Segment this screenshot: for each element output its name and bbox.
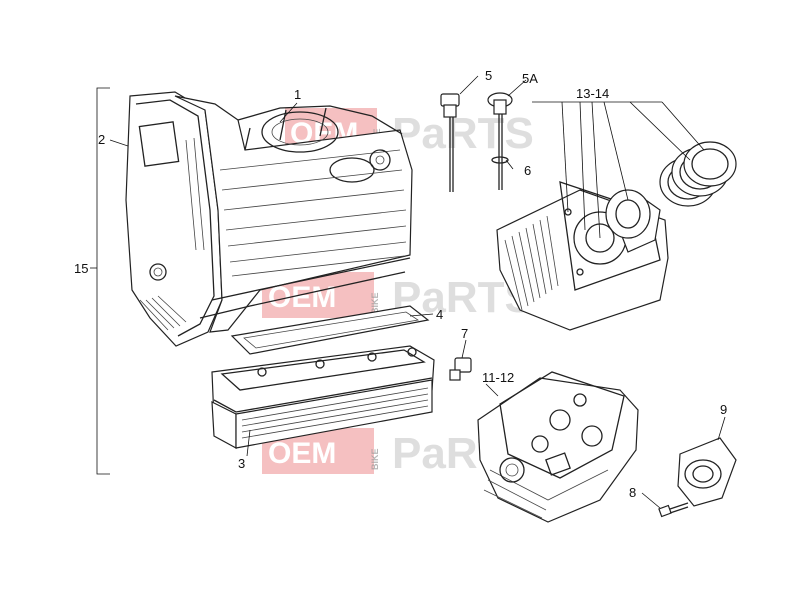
dipstick-5-drawing [440,93,460,192]
crankcase-drawing [125,91,413,347]
piston-rings-drawing [659,141,737,207]
callout-5a: 5A [522,71,538,86]
leader-lines [109,75,726,509]
watermark-bike-text: BIKE [370,448,380,470]
callout-13-14: 13-14 [576,86,609,101]
screw-8-drawing [658,502,689,518]
oil-sump-drawing [211,345,435,450]
callout-8: 8 [629,485,636,500]
o-ring-6 [491,156,509,164]
watermark-bike-text: BIKE [370,292,380,314]
cylinder-head-drawing [477,371,639,523]
callout-3: 3 [238,456,245,471]
callout-7: 7 [461,326,468,341]
callout-6: 6 [524,163,531,178]
callout-5: 5 [485,68,492,83]
callout-11-12: 11-12 [482,370,514,385]
watermark-parts-text: PaRTS [392,109,534,158]
piston-drawing [605,189,661,253]
sump-gasket-drawing [230,305,430,355]
callout-labels: 1 2 3 4 5 5A 6 7 8 9 11-12 13-14 15 [74,68,727,500]
callout-1: 1 [294,87,301,102]
callout-4: 4 [436,307,443,322]
watermark-oem-text: OEM [268,281,336,314]
watermark-oem-text: OEM [268,437,336,470]
oil-sensor-7-drawing [449,357,472,381]
watermark-top: OEM BIKE PaRTS [285,108,534,158]
intake-flange-drawing [677,437,737,507]
callout-9: 9 [720,402,727,417]
dipstick-5a-drawing [487,92,513,190]
callout-15: 15 [74,261,88,276]
callout-2: 2 [98,132,105,147]
assembly-bracket-15 [90,87,110,475]
